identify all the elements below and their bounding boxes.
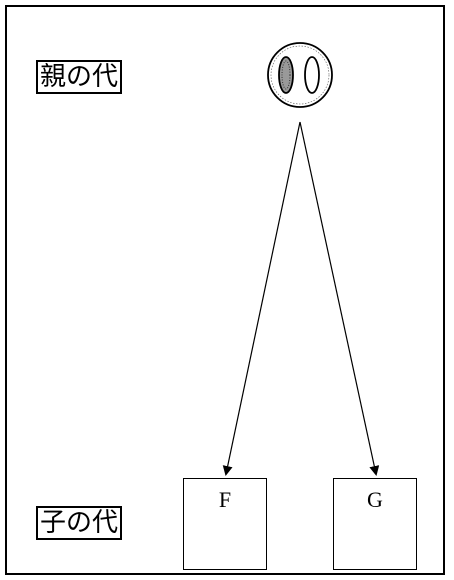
offspring-box-g: G [333,478,417,570]
offspring-label-f: F [218,487,232,512]
arrow-to-g [299,121,380,476]
parent-generation-label: 親の代 [36,60,123,94]
arrow-to-f [222,121,301,476]
child-generation-label: 子の代 [36,506,123,540]
parent-cell-icon [267,42,333,108]
offspring-label-g: G [367,487,383,512]
offspring-box-f: F [183,478,267,570]
